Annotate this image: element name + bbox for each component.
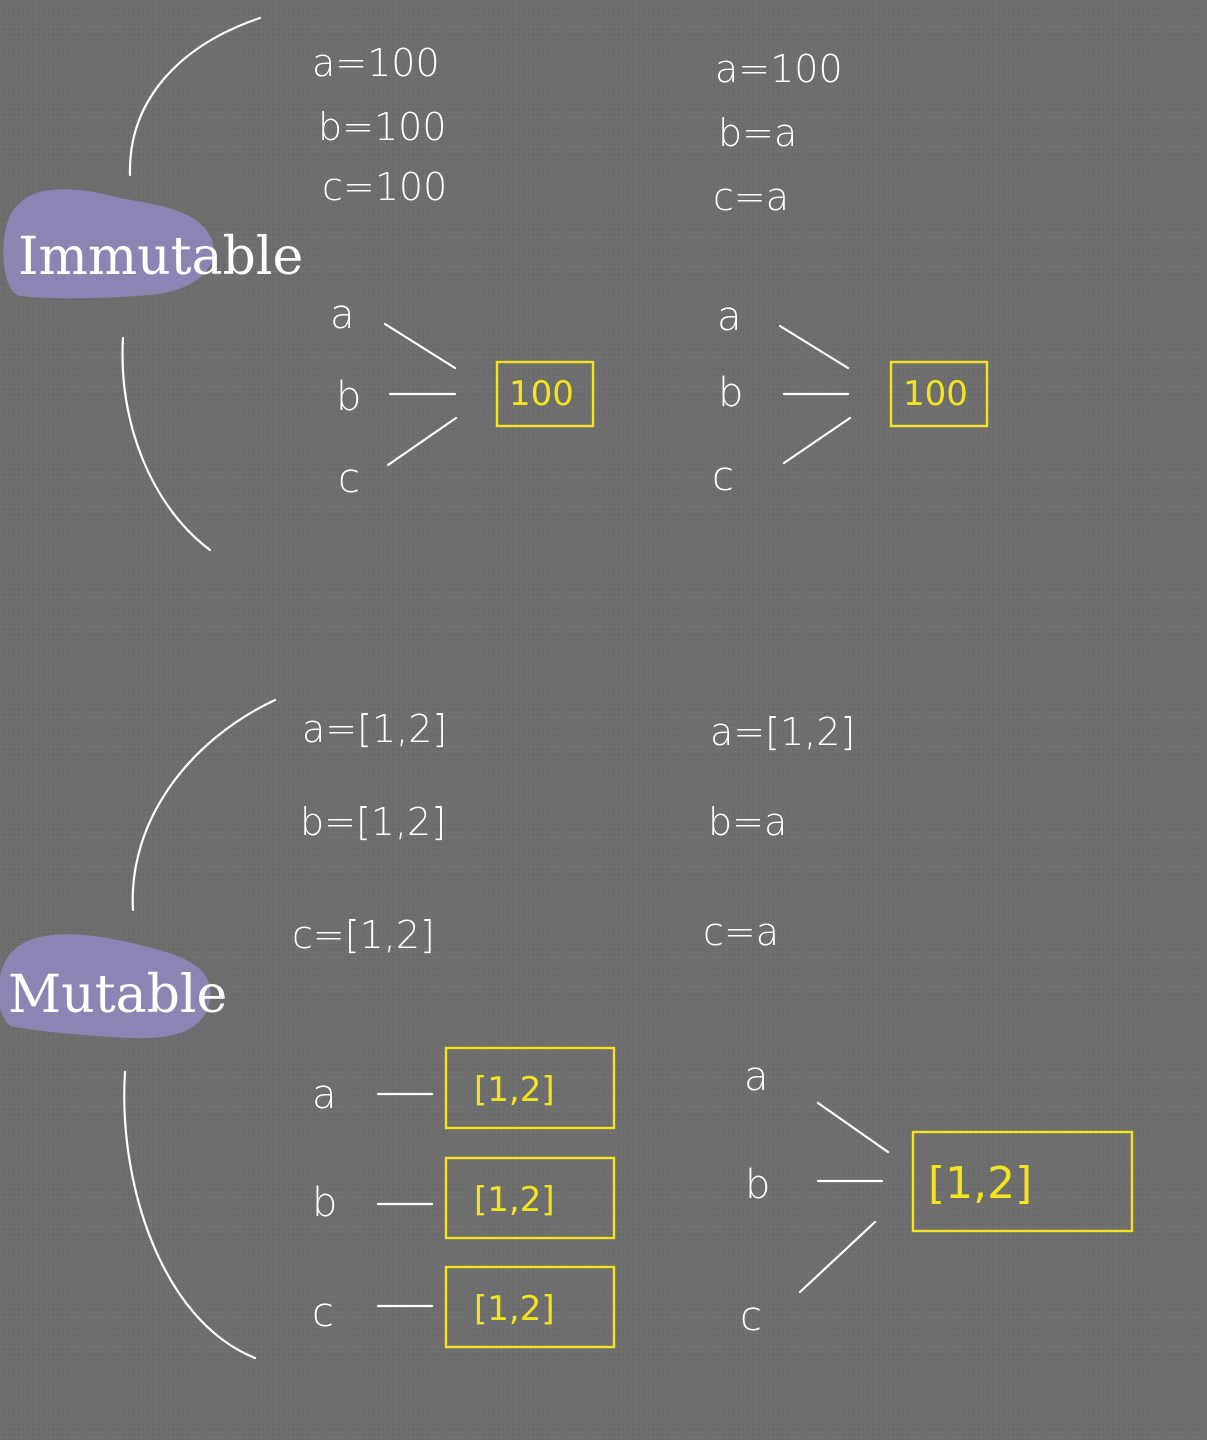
immutable-brace-bottom [121, 336, 212, 552]
immutable-right-arrow-c [782, 416, 852, 465]
mutable-brace-top [131, 698, 277, 912]
mutable-left-value-a: [1,2] [474, 1070, 555, 1110]
immutable-right-var-b: b [718, 370, 743, 416]
immutable-label-highlight [3, 189, 214, 299]
immutable-left-var-c: c [338, 456, 360, 502]
mutable-left-value-c: [1,2] [474, 1289, 555, 1329]
immutable-left-arrow-a [383, 322, 457, 370]
mutable-right-value: [1,2] [928, 1158, 1032, 1209]
immutable-right-value: 100 [903, 374, 968, 414]
mutable-right-arrow-c [798, 1220, 877, 1294]
immutable-left-value: 100 [509, 374, 574, 414]
mutable-left-code-line-1: a=[1,2] [302, 707, 447, 751]
mutable-section: Mutable a=[1,2] b=[1,2] c=[1,2] a=[1,2] … [0, 698, 1134, 1360]
mutable-label: Mutable [8, 965, 227, 1025]
mutable-brace-bottom [123, 1070, 257, 1360]
immutable-right-code-line-3: c=a [713, 175, 789, 219]
immutable-right-value-box [889, 360, 989, 428]
immutable-left-var-b: b [336, 374, 361, 420]
immutable-left-code-line-3: c=100 [322, 165, 447, 209]
mutable-left-var-c: c [312, 1290, 334, 1336]
mutable-label-highlight [0, 934, 211, 1039]
mutable-right-value-box [911, 1130, 1134, 1233]
immutable-left-var-a: a [330, 292, 355, 338]
mutable-left-value-box-b [444, 1156, 616, 1240]
mutable-left-code-line-3: c=[1,2] [292, 913, 435, 957]
mutable-right-var-a: a [744, 1054, 769, 1100]
mutable-left-var-a: a [312, 1072, 337, 1118]
immutable-right-var-c: c [712, 454, 734, 500]
mutable-right-arrow-a [816, 1101, 890, 1154]
immutable-left-code-line-2: b=100 [318, 105, 447, 149]
immutable-left-arrow-c [386, 416, 458, 467]
mutable-left-var-b: b [312, 1180, 337, 1226]
immutable-label: Immutable [18, 227, 303, 287]
mutable-left-value-box-c [444, 1265, 616, 1349]
immutable-left-code-line-1: a=100 [312, 41, 440, 85]
mutable-left-value-box-a [444, 1046, 616, 1130]
immutable-right-arrow-a [778, 324, 850, 370]
mutable-right-var-c: c [740, 1294, 762, 1340]
immutable-right-var-a: a [717, 294, 742, 340]
immutable-brace-top [128, 16, 262, 177]
mutable-right-var-b: b [745, 1162, 770, 1208]
immutable-right-code-line-1: a=100 [715, 47, 843, 91]
mutable-right-code-line-2: b=a [708, 800, 787, 844]
mutable-right-code-line-1: a=[1,2] [710, 710, 855, 754]
immutable-left-value-box [495, 360, 595, 428]
immutable-right-code-line-2: b=a [718, 111, 797, 155]
mutable-left-code-line-2: b=[1,2] [300, 800, 446, 844]
mutable-right-code-line-3: c=a [703, 910, 779, 954]
immutable-section: Immutable a=100 b=100 c=100 a=100 b=a c=… [3, 16, 989, 552]
mutable-left-value-b: [1,2] [474, 1180, 555, 1220]
